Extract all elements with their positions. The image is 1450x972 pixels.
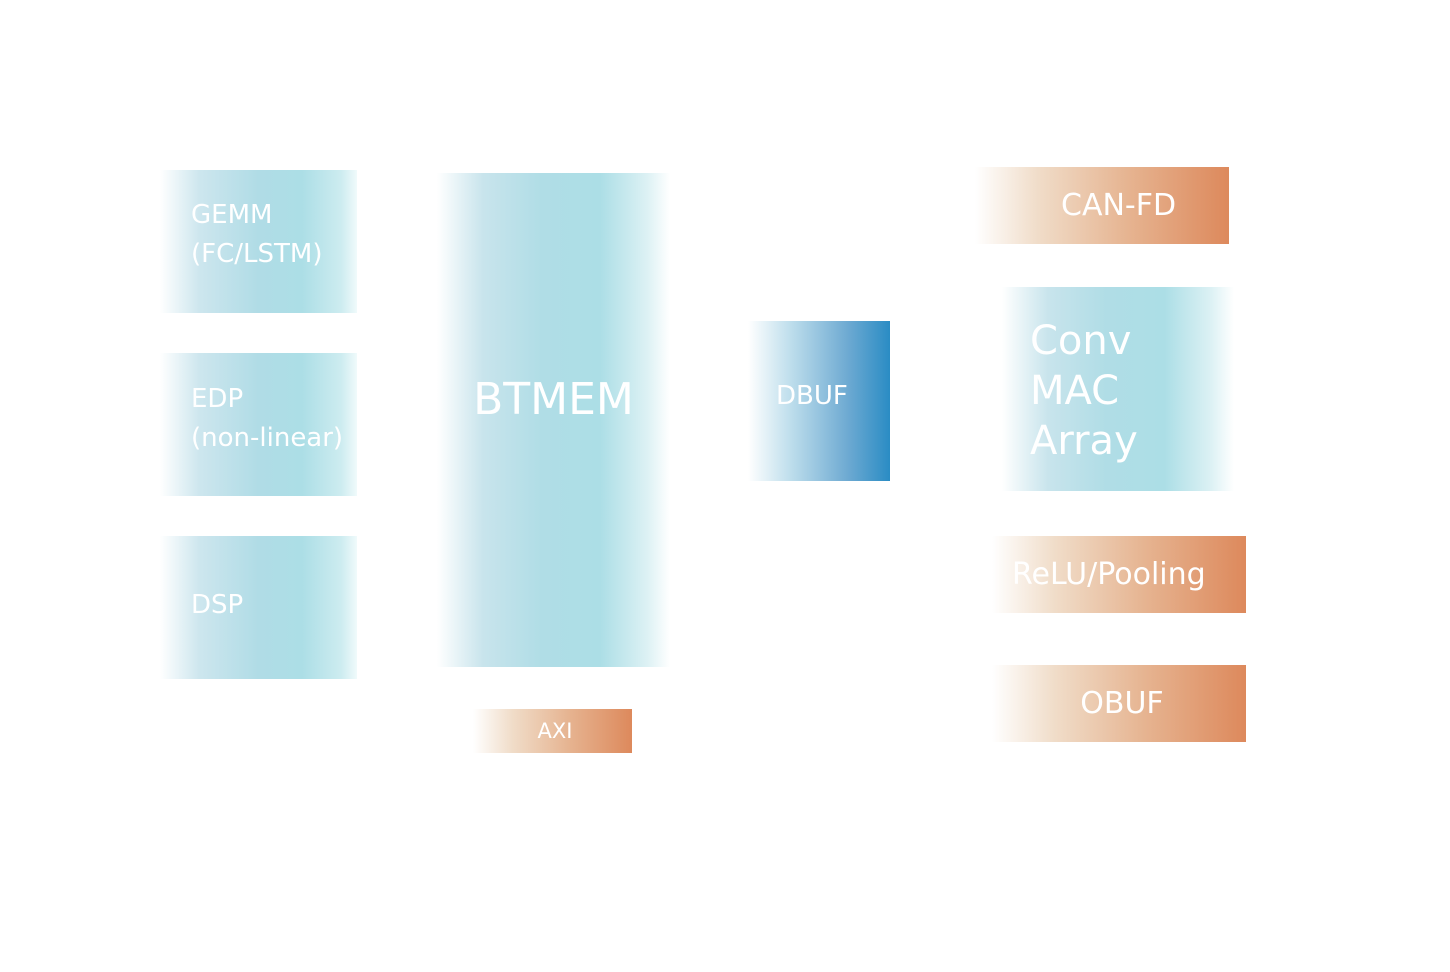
can-fd-label: CAN-FD — [1061, 188, 1177, 223]
conv-mac-array-label-line1: Conv — [1030, 318, 1132, 364]
gemm-label-line2: (FC/LSTM) — [191, 239, 323, 269]
dbuf-block — [748, 321, 890, 481]
obuf-label: OBUF — [1080, 686, 1164, 721]
conv-mac-array-block — [1002, 287, 1234, 491]
conv-mac-array-label-line3: Array — [1030, 418, 1138, 464]
gemm-label: GEMM (FC/LSTM) — [191, 196, 322, 274]
dsp-label: DSP — [191, 590, 244, 620]
conv-mac-array-label-line2: MAC — [1030, 368, 1120, 414]
edp-label-line2: (non-linear) — [191, 423, 344, 453]
obuf-block — [992, 665, 1246, 742]
edp-label: EDP (non-linear) — [191, 380, 343, 458]
dsp-block — [160, 536, 357, 679]
btmem-block — [437, 173, 670, 667]
can-fd-block — [975, 167, 1229, 244]
btmem-label: BTMEM — [473, 374, 634, 425]
edp-block — [160, 353, 357, 496]
dbuf-label: DBUF — [776, 381, 848, 411]
edp-label-line1: EDP — [191, 384, 244, 414]
axi-label: AXI — [537, 719, 573, 743]
gemm-label-line1: GEMM — [191, 200, 273, 230]
gemm-block — [160, 170, 357, 313]
relu-pooling-block — [992, 536, 1246, 613]
relu-pooling-label: ReLU/Pooling — [1012, 557, 1206, 592]
axi-block — [473, 709, 632, 753]
